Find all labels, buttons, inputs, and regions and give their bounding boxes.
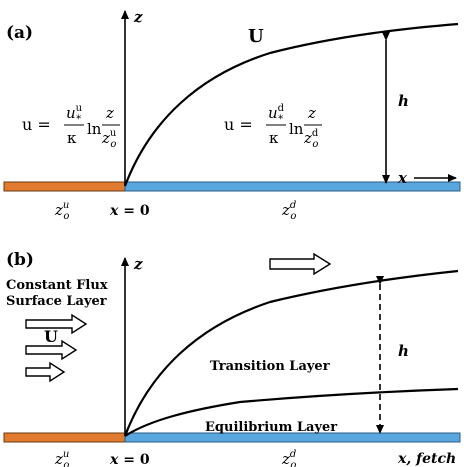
wind-arrow-3 bbox=[25, 361, 66, 383]
upstream-surface-strip-b bbox=[3, 432, 126, 443]
upstream-law-ln: ln bbox=[87, 120, 102, 138]
x-fetch-axis-label-b: x, fetch bbox=[397, 451, 456, 467]
velocity-label-a: U bbox=[248, 26, 264, 47]
upstream-law-denominator: κ bbox=[67, 129, 77, 147]
x-axis-label-a: x bbox=[397, 169, 408, 187]
velocity-label-b: U bbox=[44, 327, 58, 346]
height-label-b: h bbox=[398, 342, 409, 360]
downstream-law-ratio-num: z bbox=[307, 104, 316, 122]
upstream-surface-strip-a bbox=[3, 181, 126, 192]
equilibrium-boundary-curve-b bbox=[124, 387, 459, 437]
downstream-law-numerator: ud* bbox=[268, 103, 285, 125]
internal-boundary-curve-b bbox=[123, 269, 459, 437]
equilibrium-layer-label: Equilibrium Layer bbox=[205, 420, 337, 435]
downstream-surface-strip-a bbox=[124, 181, 461, 192]
panel-b-label: (b) bbox=[6, 250, 34, 270]
wind-arrow-top bbox=[269, 252, 332, 276]
upstream-law-numerator: uu* bbox=[66, 103, 83, 125]
downstream-law-ln: ln bbox=[289, 120, 304, 138]
panel-b: (b) z Constant Flux Surface Layer U Tran… bbox=[3, 250, 461, 467]
upstream-law-ratio-num: z bbox=[105, 104, 114, 122]
downstream-law-denominator: κ bbox=[269, 129, 279, 147]
constant-flux-label-line1: Constant Flux bbox=[6, 278, 108, 293]
panel-a-label: (a) bbox=[6, 23, 33, 43]
z-axis-label-a: z bbox=[133, 8, 143, 26]
transition-layer-label: Transition Layer bbox=[210, 359, 330, 374]
downstream-law-lhs: u = bbox=[224, 115, 253, 134]
origin-label-b: x = 0 bbox=[109, 452, 150, 467]
height-label-a: h bbox=[398, 92, 409, 110]
origin-label-a: x = 0 bbox=[109, 203, 150, 219]
z-axis-label-b: z bbox=[133, 255, 143, 273]
constant-flux-label-line2: Surface Layer bbox=[6, 294, 107, 309]
downstream-surface-strip-b bbox=[124, 432, 461, 443]
internal-boundary-curve-a bbox=[123, 22, 459, 187]
wind-arrow-1 bbox=[25, 313, 88, 335]
wind-arrow-2 bbox=[25, 339, 78, 361]
upstream-law-lhs: u = bbox=[22, 115, 51, 134]
